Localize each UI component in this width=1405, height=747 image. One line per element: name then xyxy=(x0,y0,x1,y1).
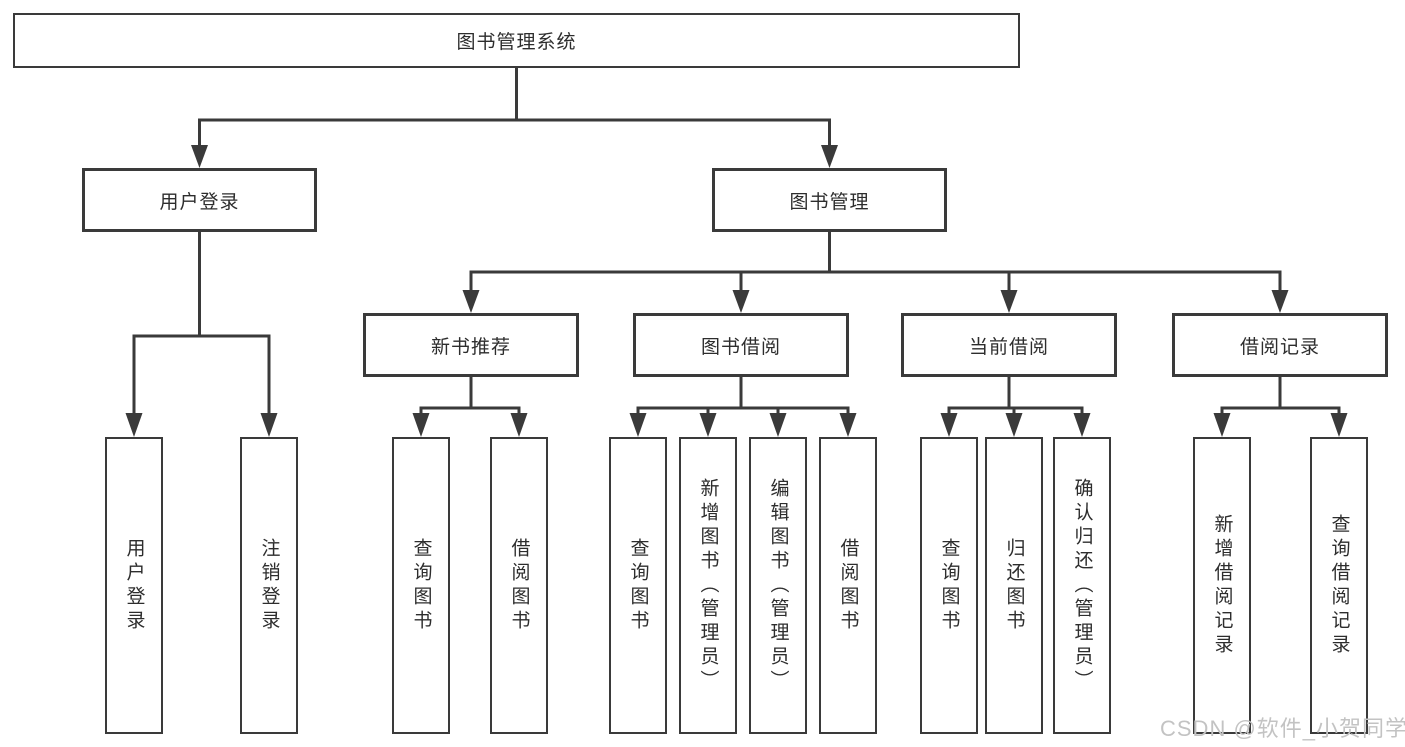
leaf-query-book-recommend: 查询图书 xyxy=(392,437,450,734)
node-current-borrow-label: 当前借阅 xyxy=(968,336,1049,358)
node-book-management: 图书管理 xyxy=(712,168,947,232)
node-current-borrow: 当前借阅 xyxy=(901,313,1117,377)
leaf-logout-label: 注销登录 xyxy=(258,537,280,634)
leaf-borrow-book: 借阅图书 xyxy=(819,437,877,734)
leaf-borrow-book-recommend-label: 借阅图书 xyxy=(508,537,530,634)
node-book-borrow-label: 图书借阅 xyxy=(700,336,781,358)
node-root-label: 图书管理系统 xyxy=(456,32,577,53)
leaf-query-book-current-label: 查询图书 xyxy=(938,537,960,634)
leaf-return-book-label: 归还图书 xyxy=(1003,537,1025,634)
leaf-user-login: 用户登录 xyxy=(105,437,163,734)
leaf-edit-book-admin-label: 编辑图书（管理员） xyxy=(767,477,789,694)
node-new-book-recommend-label: 新书推荐 xyxy=(430,336,511,358)
node-book-management-label: 图书管理 xyxy=(789,191,870,213)
leaf-query-book-borrow: 查询图书 xyxy=(609,437,667,734)
leaf-query-borrow-record: 查询借阅记录 xyxy=(1310,437,1368,734)
node-book-borrow: 图书借阅 xyxy=(633,313,849,377)
leaf-return-book: 归还图书 xyxy=(985,437,1043,734)
leaf-logout: 注销登录 xyxy=(240,437,298,734)
node-borrow-records-label: 借阅记录 xyxy=(1239,336,1320,358)
leaf-edit-book-admin: 编辑图书（管理员） xyxy=(749,437,807,734)
leaf-user-login-label: 用户登录 xyxy=(123,537,145,634)
leaf-add-book-admin-label: 新增图书（管理员） xyxy=(697,477,719,694)
leaf-query-book-current: 查询图书 xyxy=(920,437,978,734)
leaf-confirm-return-admin: 确认归还（管理员） xyxy=(1053,437,1111,734)
node-user-login: 用户登录 xyxy=(82,168,317,232)
leaf-query-book-borrow-label: 查询图书 xyxy=(627,537,649,634)
leaf-confirm-return-admin-label: 确认归还（管理员） xyxy=(1071,477,1093,694)
leaf-borrow-book-label: 借阅图书 xyxy=(837,537,859,634)
watermark: CSDN @软件_小贺同学 xyxy=(1160,716,1405,741)
leaf-query-book-recommend-label: 查询图书 xyxy=(410,537,432,634)
leaf-add-borrow-record-label: 新增借阅记录 xyxy=(1211,513,1233,658)
leaf-borrow-book-recommend: 借阅图书 xyxy=(490,437,548,734)
leaf-query-borrow-record-label: 查询借阅记录 xyxy=(1328,513,1350,658)
node-user-login-label: 用户登录 xyxy=(159,191,240,213)
node-root: 图书管理系统 xyxy=(13,13,1020,68)
node-new-book-recommend: 新书推荐 xyxy=(363,313,579,377)
leaf-add-borrow-record: 新增借阅记录 xyxy=(1193,437,1251,734)
node-borrow-records: 借阅记录 xyxy=(1172,313,1388,377)
leaf-add-book-admin: 新增图书（管理员） xyxy=(679,437,737,734)
